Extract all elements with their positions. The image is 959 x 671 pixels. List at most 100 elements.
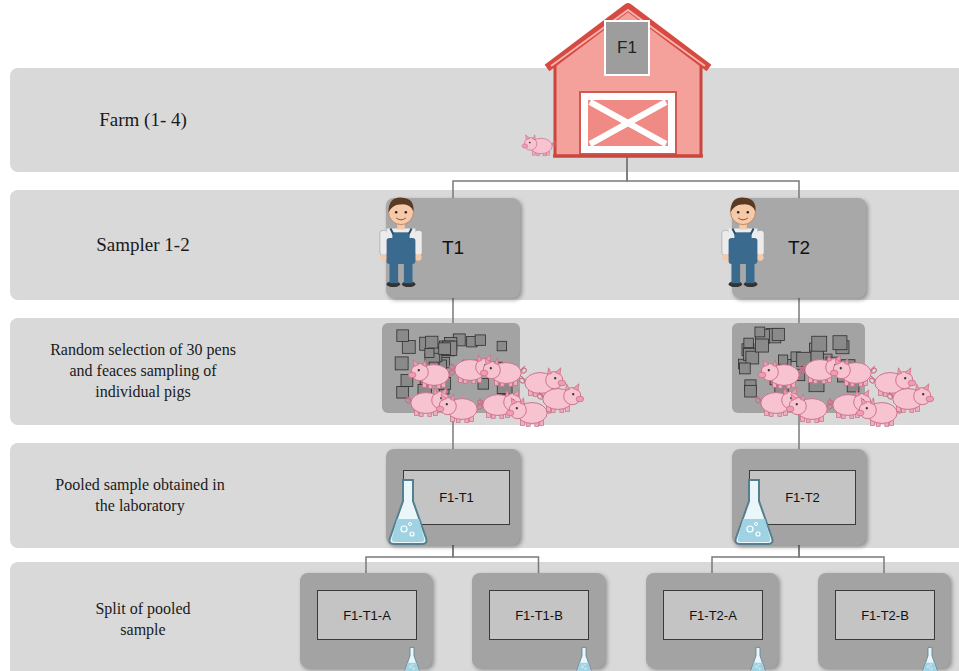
sampler-label: T1 [442, 237, 464, 259]
pig-ears [784, 388, 797, 395]
pig-eye [516, 407, 518, 409]
flask-icon [576, 647, 592, 671]
sample-label: F1-T2-A [663, 590, 763, 640]
farmer-bib [734, 232, 751, 242]
flask-glass [405, 647, 420, 671]
sampler-box: T2 [732, 198, 866, 298]
row-label: Split of pooled sample [95, 599, 191, 641]
sampler-label: T2 [788, 237, 810, 259]
pig-ears [916, 384, 929, 391]
pig-ears [441, 394, 454, 401]
row-band: Split of pooled sample F1-T1-A F1-T1-B F1-T… [10, 562, 959, 671]
pen-square [475, 335, 485, 345]
flask-bubble [755, 523, 758, 526]
pig-eye [446, 403, 448, 405]
pig-snout [506, 410, 514, 416]
pig [786, 394, 832, 423]
flask-bubble [413, 668, 415, 670]
pen-square [478, 379, 489, 390]
farmer-hand [415, 254, 422, 261]
pig-snout [758, 372, 766, 378]
flask-liquid [578, 663, 591, 671]
pig-ears [511, 398, 524, 405]
barn-base [553, 155, 703, 158]
pen-square [746, 351, 759, 364]
farmer-eye [395, 211, 397, 213]
pig-ears [856, 390, 869, 397]
sampler-box: T1 [386, 198, 520, 298]
row-label: Farm (1- 4) [43, 108, 243, 133]
row-band: Farm (1- 4) [10, 68, 959, 172]
pig-ears [506, 390, 519, 397]
pen-square [755, 327, 765, 337]
sampler-figure [718, 192, 768, 288]
row-label: Pooled sample obtained in the laboratory [55, 475, 225, 517]
flask-glass [923, 647, 938, 671]
farmer-strap [390, 228, 393, 234]
pig-eye [796, 403, 798, 405]
farmer-mouth [738, 218, 748, 220]
barn [547, 7, 709, 156]
pen-square [778, 355, 787, 364]
farmer-strap [732, 228, 735, 234]
pig-snout [558, 380, 566, 386]
flask-bubble [756, 532, 760, 536]
pen-square [739, 363, 750, 374]
band-ground [10, 68, 959, 172]
farmer-strap [409, 228, 412, 234]
band-ground [10, 190, 959, 300]
pig-ears [566, 384, 579, 391]
pen-square [833, 336, 847, 350]
farmer-hand [380, 254, 387, 261]
flask-bubble [409, 666, 411, 668]
pig-eye [840, 367, 842, 369]
pig-ears [478, 355, 491, 362]
pig-ears [828, 355, 841, 362]
barn-door-frame [580, 92, 676, 154]
pen-square [397, 330, 409, 342]
pig-snout [856, 410, 864, 416]
flask-liquid [752, 663, 765, 671]
split-sample-box: F1-T1-A [300, 573, 432, 668]
flask-bubble [585, 668, 587, 670]
pig-snout [408, 372, 416, 378]
pen-square [395, 357, 408, 370]
flask-icon [750, 647, 766, 671]
split-sample-box: F1-T1-B [472, 573, 605, 668]
pig [436, 394, 482, 423]
barn-door [588, 100, 668, 146]
pen-square [497, 341, 506, 350]
pig-pens [732, 323, 934, 426]
flask-bubble [927, 666, 929, 668]
flask-icon [404, 647, 420, 671]
farm-label-box: F1 [604, 20, 650, 76]
sampler-figure [376, 192, 426, 288]
pig-snout [436, 406, 444, 412]
barn-door-cross [590, 102, 666, 144]
pen-square [397, 386, 409, 398]
pig-eye [554, 377, 556, 379]
pen-square [425, 348, 434, 357]
farmer-overalls [387, 238, 416, 264]
flask-bubble [759, 668, 761, 670]
pig-snout [522, 144, 528, 148]
flask-bubble [758, 664, 759, 665]
farmer-eye [405, 211, 407, 213]
flask-bubble [410, 532, 414, 536]
flask-glass [577, 647, 592, 671]
connector-line [453, 545, 539, 573]
row-band: Random selection of 30 pens and feaces s… [10, 318, 959, 425]
barn-door-cross [590, 102, 666, 144]
farm-label: F1 [617, 38, 637, 58]
pen-square [744, 338, 753, 347]
sample-label: F1-T1-A [317, 590, 417, 640]
flask-icon [388, 479, 428, 545]
pig-ears [526, 135, 536, 140]
pig-snout [926, 396, 934, 402]
row-label: Sampler 1-2 [43, 233, 243, 258]
split-sample-box: F1-T2-B [818, 573, 950, 668]
connector-line [366, 545, 453, 573]
band-ground [10, 562, 959, 671]
flask-bubble [584, 664, 585, 665]
